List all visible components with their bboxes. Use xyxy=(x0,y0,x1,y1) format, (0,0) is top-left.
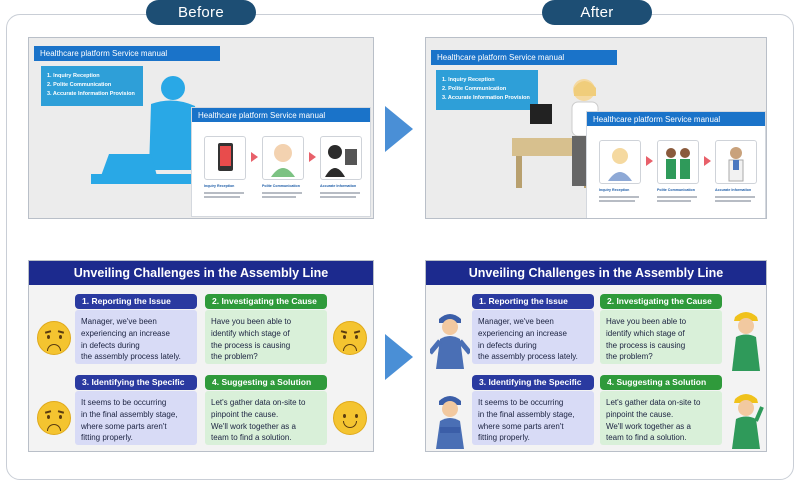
process-card: Healthcare platform Service manual Inqui… xyxy=(191,107,371,217)
slide-title: Healthcare platform Service manual xyxy=(34,46,220,61)
smiling-face-icon xyxy=(333,401,367,435)
manager-character-icon xyxy=(732,394,764,449)
caption-accurate: Accurate Information xyxy=(715,188,752,192)
list-item: 3. Accurate Information Provision xyxy=(47,91,135,97)
agent-icon xyxy=(262,136,304,180)
q1-title: 1. Reporting the Issue xyxy=(472,294,594,309)
concerned-face-icon xyxy=(333,321,367,355)
nurses-icon xyxy=(657,140,699,184)
card-title: Healthcare platform Service manual xyxy=(587,112,765,126)
doctor-icon xyxy=(715,140,757,184)
slide-title: Healthcare platform Service manual xyxy=(431,50,617,65)
doctor-icon xyxy=(320,136,362,180)
list-item: 1. Inquiry Reception xyxy=(442,77,495,83)
caption-inquiry: Inquiry Reception xyxy=(599,188,630,192)
chevron-right-icon xyxy=(646,156,653,166)
before-healthcare-slide: Healthcare platform Service manual 1. In… xyxy=(28,37,374,219)
caption-polite: Polite Communication xyxy=(657,188,695,192)
caption-accurate: Accurate Information xyxy=(320,184,357,188)
operator-illustration xyxy=(512,79,599,188)
q3-title: 3. Identifying the Specific Stage xyxy=(472,375,594,402)
after-label: After xyxy=(542,0,652,25)
q4-title: 4. Suggesting a Solution xyxy=(600,375,722,390)
list-item: 3. Accurate Information Provision xyxy=(442,95,530,101)
caller-icon xyxy=(599,140,641,184)
chevron-right-icon xyxy=(309,152,316,162)
caption-polite: Polite Communication xyxy=(262,184,300,188)
phone-icon xyxy=(204,136,246,180)
chevron-right-icon xyxy=(704,156,711,166)
worried-face-icon xyxy=(37,321,71,355)
before-assembly-slide: Unveiling Challenges in the Assembly Lin… xyxy=(28,260,374,452)
operator-silhouette xyxy=(91,76,211,184)
after-healthcare-slide: Healthcare platform Service manual 1. In… xyxy=(425,37,767,219)
process-card: Healthcare platform Service manual Inqui… xyxy=(586,111,766,218)
service-list: 1. Inquiry Reception 2. Polite Communica… xyxy=(41,66,143,106)
q4-title: 4. Suggesting a Solution xyxy=(205,375,327,390)
arrow-right-icon xyxy=(385,106,413,152)
assembly-title: Unveiling Challenges in the Assembly Lin… xyxy=(29,261,373,285)
after-assembly-slide: Unveiling Challenges in the Assembly Lin… xyxy=(425,260,767,452)
list-item: 1. Inquiry Reception xyxy=(47,73,100,79)
q2-title: 2. Investigating the Cause xyxy=(205,294,327,309)
arrow-right-icon xyxy=(385,334,413,380)
q1-title: 1. Reporting the Issue xyxy=(75,294,197,309)
manager-character-icon xyxy=(732,312,760,371)
service-list: 1. Inquiry Reception 2. Polite Communica… xyxy=(436,70,538,110)
worried-face-icon xyxy=(37,401,71,435)
before-label: Before xyxy=(146,0,256,25)
list-item: 2. Polite Communication xyxy=(47,82,112,88)
worker-character-icon xyxy=(430,314,470,369)
card-title: Healthcare platform Service manual xyxy=(192,108,370,122)
chevron-right-icon xyxy=(251,152,258,162)
assembly-title: Unveiling Challenges in the Assembly Lin… xyxy=(426,261,766,285)
q3-title: 3. Identifying the Specific Stage xyxy=(75,375,197,402)
list-item: 2. Polite Communication xyxy=(442,86,507,92)
q2-title: 2. Investigating the Cause xyxy=(600,294,722,309)
caption-inquiry: Inquiry Reception xyxy=(204,184,235,188)
worker-character-icon xyxy=(436,396,464,449)
